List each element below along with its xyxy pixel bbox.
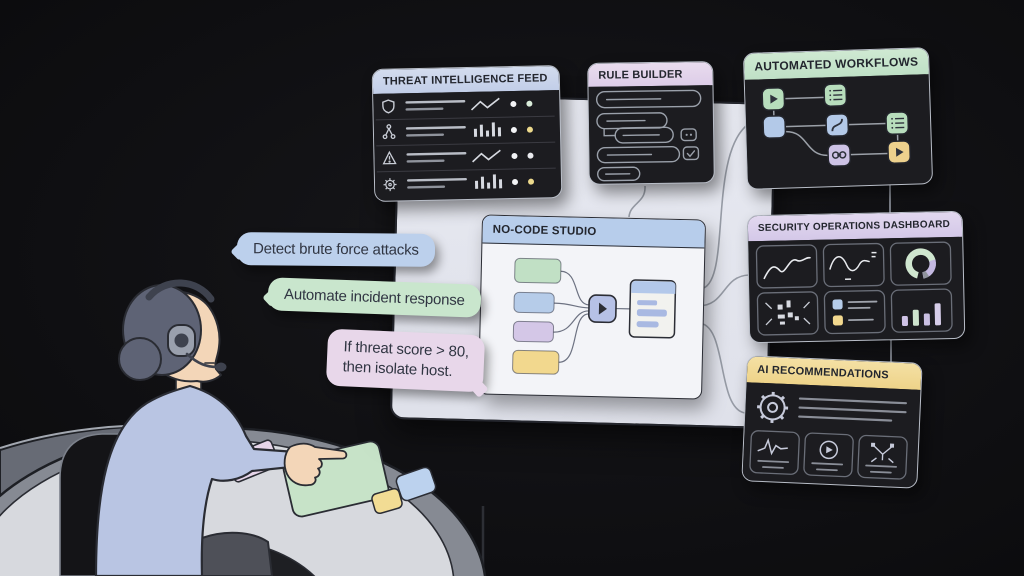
gear-icon xyxy=(757,391,789,423)
branch-prune-icon xyxy=(870,442,895,464)
list-icon xyxy=(891,117,905,129)
ai-body xyxy=(742,382,918,486)
feed-row[interactable] xyxy=(382,97,533,114)
dashboard-title: SECURITY OPERATIONS DASHBOARD xyxy=(757,219,951,235)
status-dot xyxy=(510,127,517,134)
wave-chart-icon xyxy=(829,251,877,280)
rule-builder-title: RULE BUILDER xyxy=(598,68,683,82)
network-branch-icon xyxy=(382,124,396,140)
workflows-canvas xyxy=(744,74,929,186)
status-dot xyxy=(527,152,534,159)
cluster-map-icon xyxy=(765,300,811,326)
sparkline-line-icon xyxy=(472,149,501,163)
status-dot xyxy=(526,126,533,133)
headset-earcup-center xyxy=(174,333,189,348)
operator-hair-bun xyxy=(118,337,162,381)
headset-mic-boom xyxy=(185,352,219,369)
legend-icon xyxy=(832,299,878,326)
list-icon xyxy=(829,89,843,101)
speech-bubble: If threat score > 80, then isolate host. xyxy=(325,328,486,392)
play-tile[interactable] xyxy=(803,432,854,478)
play-icon xyxy=(895,147,904,157)
sparkline-bars-icon xyxy=(474,174,503,189)
status-dot xyxy=(512,179,519,186)
operator xyxy=(94,279,348,576)
play-circle-icon xyxy=(819,440,839,460)
security-operations-dashboard-panel: SECURITY OPERATIONS DASHBOARD xyxy=(746,210,966,344)
anomaly-tile[interactable] xyxy=(749,430,800,475)
rule-builder-body xyxy=(588,85,711,182)
workflows-title: AUTOMATED WORKFLOWS xyxy=(754,54,919,74)
blue-key[interactable] xyxy=(395,466,438,502)
donut-chart-icon xyxy=(905,248,936,279)
feed-row[interactable] xyxy=(382,122,533,140)
threat-feed-title: THREAT INTELLIGENCE FEED xyxy=(382,72,548,88)
operator-legs xyxy=(201,531,273,576)
operator-pointing-hand xyxy=(283,442,348,487)
bar-chart-icon xyxy=(901,303,941,327)
ai-recommendations-panel: AI RECOMMENDATIONS xyxy=(741,355,923,489)
sparkline-bars-icon xyxy=(473,122,502,137)
headset-mic-tip-icon xyxy=(215,362,227,372)
bubble-text-line2: then isolate host. xyxy=(342,358,453,381)
output-card xyxy=(628,279,677,339)
threat-intelligence-feed-panel: THREAT INTELLIGENCE FEED xyxy=(371,65,563,202)
dashboard-tiles xyxy=(748,236,962,340)
rule-builder-panel: RULE BUILDER xyxy=(587,61,715,185)
line-chart-tile[interactable] xyxy=(755,244,818,289)
green-block[interactable] xyxy=(514,257,562,284)
feed-row[interactable] xyxy=(383,174,535,192)
virus-icon xyxy=(383,178,397,192)
cluster-map-tile[interactable] xyxy=(756,291,819,336)
yellow-key[interactable] xyxy=(371,487,403,515)
pill-button[interactable] xyxy=(597,166,641,182)
no-code-studio-panel: NO-CODE STUDIO xyxy=(477,214,707,400)
branch-tile[interactable] xyxy=(857,434,908,480)
status-dot xyxy=(528,178,535,185)
threat-feed-rows xyxy=(373,90,559,199)
bubble-text: Detect brute force attacks xyxy=(252,240,419,259)
ellipsis-badge[interactable] xyxy=(680,128,697,142)
chain-link-icon xyxy=(831,151,847,159)
sparkline-line-icon xyxy=(470,97,500,111)
legend-tile[interactable] xyxy=(823,289,886,335)
status-dot xyxy=(510,101,517,108)
bar-chart-tile[interactable] xyxy=(890,288,953,333)
shield-icon xyxy=(382,99,395,114)
rule-input-row[interactable] xyxy=(596,146,681,164)
play-icon xyxy=(598,302,607,315)
wave-chart-tile[interactable] xyxy=(822,242,885,288)
speech-bubble: Detect brute force attacks xyxy=(236,232,435,267)
check-badge[interactable] xyxy=(682,146,700,161)
anomaly-waveform-icon xyxy=(757,437,788,456)
status-dot xyxy=(526,100,533,107)
bubble-text: Automate incident response xyxy=(283,285,465,310)
operator-torso-arm xyxy=(94,384,304,576)
studio-canvas xyxy=(512,257,677,375)
feed-row[interactable] xyxy=(382,149,534,165)
rule-builder-header: RULE BUILDER xyxy=(588,62,713,87)
yellow-block[interactable] xyxy=(512,349,560,375)
function-curve-icon xyxy=(831,118,843,132)
purple-block[interactable] xyxy=(512,320,555,343)
status-dot xyxy=(511,153,518,160)
ai-title: AI RECOMMENDATIONS xyxy=(756,363,890,382)
donut-chart-tile[interactable] xyxy=(889,241,952,286)
blue-block[interactable] xyxy=(513,291,555,314)
rule-nested-input-row[interactable] xyxy=(614,126,674,144)
line-chart-icon xyxy=(763,256,811,280)
blank-node[interactable] xyxy=(762,115,787,139)
card-header xyxy=(631,280,676,294)
alert-triangle-icon xyxy=(382,150,397,165)
studio-title: NO-CODE STUDIO xyxy=(492,223,597,238)
automated-workflows-panel: AUTOMATED WORKFLOWS xyxy=(742,47,934,190)
check-icon xyxy=(686,150,696,158)
headset-band-icon xyxy=(145,279,215,303)
rule-input-row[interactable] xyxy=(595,89,702,109)
play-icon xyxy=(770,94,778,104)
